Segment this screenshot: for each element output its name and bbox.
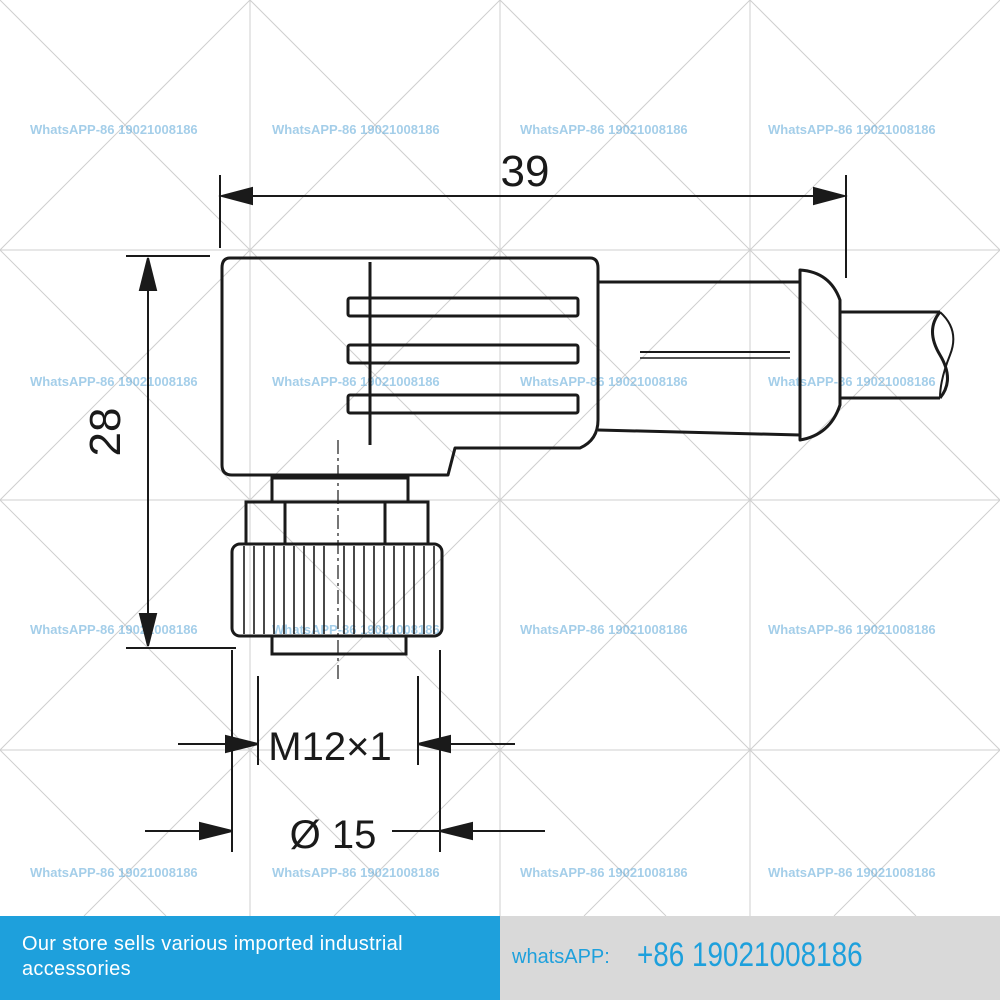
dimension-length: 39 [501,147,550,196]
connector-body [220,256,955,477]
watermark: WhatsAPP-86 19021008186 [768,865,936,880]
watermark: WhatsAPP-86 19021008186 [520,122,688,137]
watermark: WhatsAPP-86 19021008186 [272,374,440,389]
contact-label: whatsAPP: [512,946,610,968]
watermark: WhatsAPP-86 19021008186 [768,374,936,389]
contact-number: +86 19021008186 [637,936,863,974]
watermark: WhatsAPP-86 19021008186 [30,374,198,389]
watermark: WhatsAPP-86 19021008186 [520,622,688,637]
watermark: WhatsAPP-86 19021008186 [768,622,936,637]
watermark: WhatsAPP-86 19021008186 [30,122,198,137]
store-banner: Our store sells various imported industr… [0,916,500,1000]
contact-banner: Our store sells various imported industr… [0,916,1000,1000]
contact-panel: whatsAPP: +86 19021008186 [500,916,1000,1000]
watermark: WhatsAPP-86 19021008186 [520,865,688,880]
watermark: WhatsAPP-86 19021008186 [30,865,198,880]
watermark: WhatsAPP-86 19021008186 [272,865,440,880]
watermarks: WhatsAPP-86 19021008186 WhatsAPP-86 1902… [30,122,936,880]
coupling-nut [230,440,444,680]
dimension-height: 28 [81,408,130,457]
watermark: WhatsAPP-86 19021008186 [272,122,440,137]
watermark: WhatsAPP-86 19021008186 [520,374,688,389]
dimension-thread: M12×1 [268,725,391,769]
watermark: WhatsAPP-86 19021008186 [30,622,198,637]
dimension-lines [126,175,848,852]
store-slogan: Our store sells various imported industr… [22,933,403,980]
background-grid [0,0,1000,917]
dimension-diameter: Ø 15 [290,813,377,857]
watermark: WhatsAPP-86 19021008186 [768,122,936,137]
